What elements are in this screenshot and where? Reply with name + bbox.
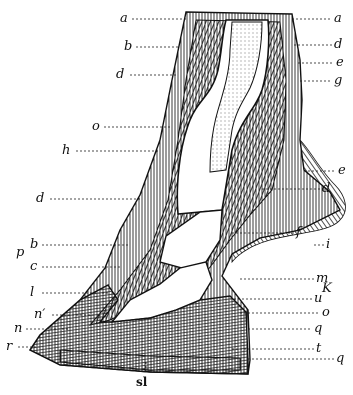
label-n-prime: n′ — [34, 308, 45, 321]
label-q-upper: q — [314, 322, 322, 335]
label-e-upper: e — [336, 56, 344, 69]
label-b-lower: b — [30, 238, 38, 251]
label-f: f — [296, 226, 301, 239]
label-d-left-upper: d — [116, 68, 124, 81]
label-g: g — [334, 74, 342, 87]
label-a-left: a — [120, 12, 128, 25]
label-r: r — [6, 340, 12, 353]
label-b-upper: b — [124, 40, 132, 53]
label-u: u — [314, 292, 322, 305]
label-h: h — [62, 144, 70, 157]
label-sl: sl — [136, 376, 147, 388]
label-i: i — [326, 238, 330, 251]
label-d-left-mid: d — [36, 192, 44, 205]
label-e-lower: e — [338, 164, 346, 177]
label-q-lower: q — [336, 352, 344, 365]
label-d-right-lower: d — [322, 182, 330, 195]
label-k: K — [322, 282, 332, 295]
label-o-right: o — [322, 306, 330, 319]
label-o-mid: o — [92, 120, 100, 133]
label-l: l — [30, 286, 34, 299]
label-p: p — [16, 246, 24, 259]
label-t: t — [316, 342, 321, 355]
label-a-right: a — [334, 12, 342, 25]
label-n: n — [14, 322, 22, 335]
label-d-right-upper: d — [334, 38, 342, 51]
label-c-left: c — [30, 260, 37, 273]
